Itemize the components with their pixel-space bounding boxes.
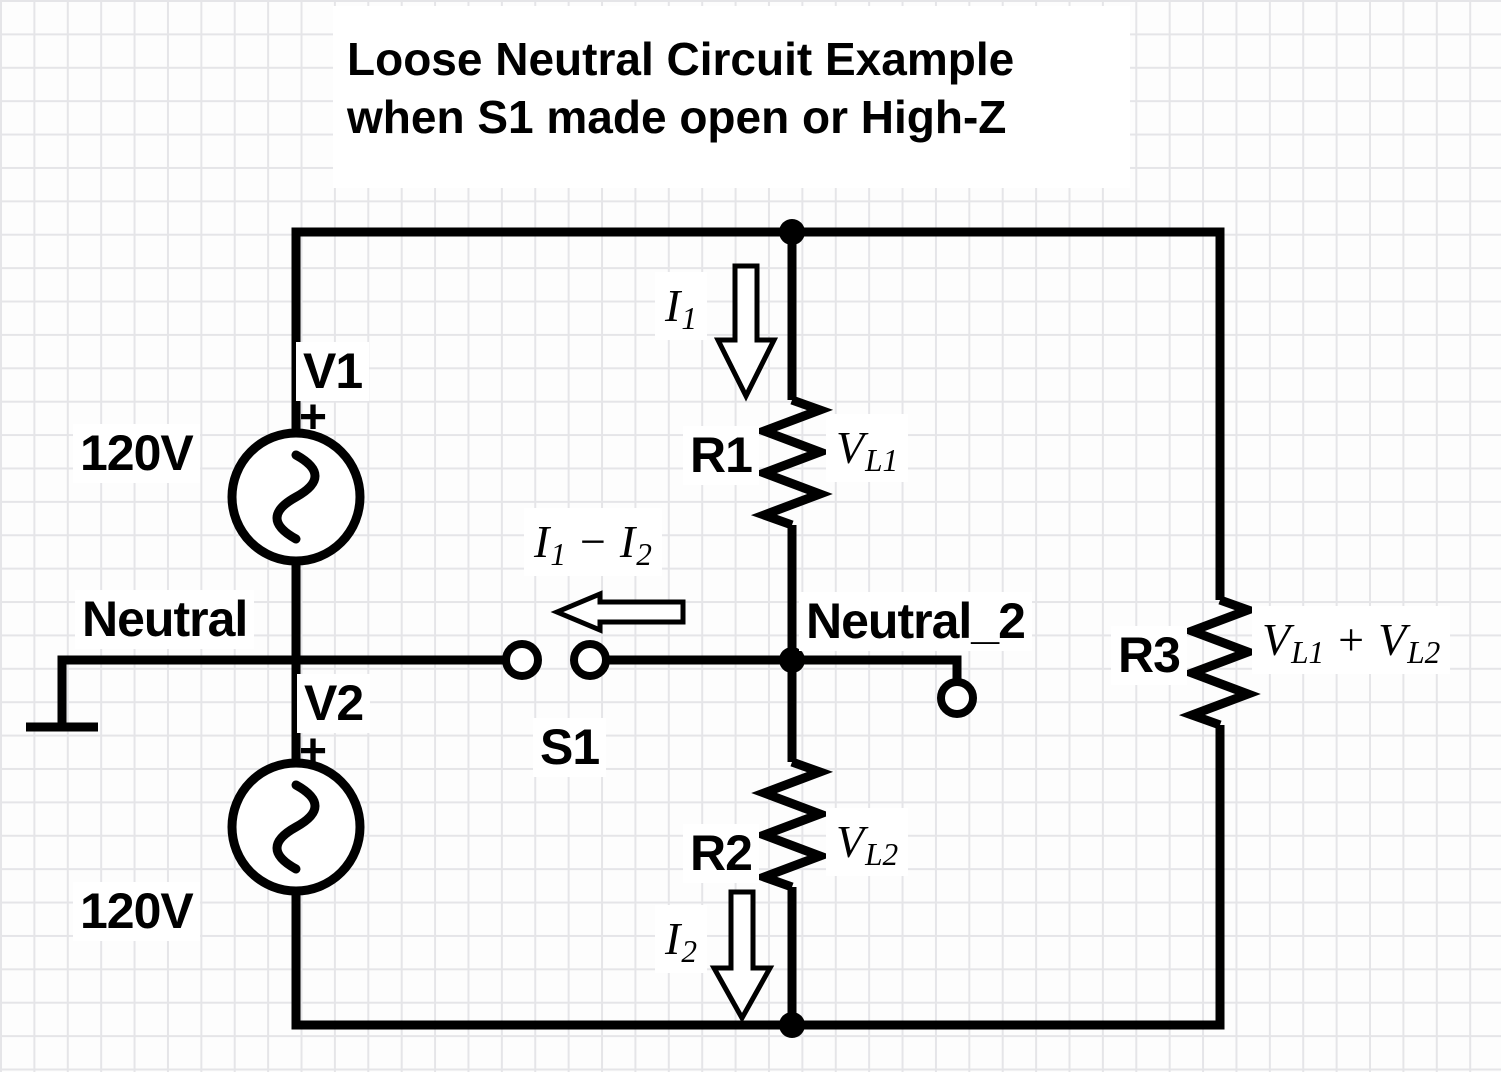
current-i1-minus-i2-arrow-icon xyxy=(550,590,686,634)
sine-wave-icon xyxy=(272,450,320,544)
wire-neutral xyxy=(57,655,506,727)
minus-operator: − xyxy=(579,516,606,567)
i1-minus-i2-base2: I xyxy=(619,516,636,567)
i1-minus-i2-sub1: 1 xyxy=(550,536,566,572)
current-label-i1-minus-i2: I1−I2 xyxy=(524,508,662,576)
current-label-i1: I1 xyxy=(655,272,707,340)
neutral-node-label: Neutral xyxy=(75,590,255,649)
resistor-r2-label: R2 xyxy=(683,824,759,883)
v1-polarity-plus: + xyxy=(299,391,328,444)
neutral2-node-label: Neutral_2 xyxy=(799,592,1032,651)
sine-wave-icon xyxy=(272,780,320,874)
vl1-plus-vl2-sub2: L2 xyxy=(1407,634,1441,670)
i2-sub: 2 xyxy=(681,933,697,969)
vl1-base: V xyxy=(836,422,865,473)
i1-minus-i2-sub2: 2 xyxy=(636,536,652,572)
wire-neutral2-stub xyxy=(792,655,962,682)
v2-name-label: V2 xyxy=(297,674,371,733)
voltage-label-vl1-plus-vl2: VL1+VL2 xyxy=(1252,606,1451,674)
i1-base: I xyxy=(665,280,681,331)
vl1-plus-vl2-base2: V xyxy=(1378,614,1407,665)
vl1-sub: L1 xyxy=(865,442,899,478)
switch-s1-contact-left xyxy=(502,640,542,680)
vl2-base: V xyxy=(836,816,865,867)
vl1-plus-vl2-sub1: L1 xyxy=(1291,634,1325,670)
diagram-title: Loose Neutral Circuit Example when S1 ma… xyxy=(333,6,1130,188)
v1-value-label: 120V xyxy=(73,424,200,483)
i2-base: I xyxy=(665,913,681,964)
resistor-r3-symbol xyxy=(1178,595,1262,730)
diagram-title-line1: Loose Neutral Circuit Example xyxy=(347,33,1015,85)
junction-dot-top xyxy=(779,219,805,245)
current-i1-arrow-icon xyxy=(713,263,779,402)
current-label-i2: I2 xyxy=(655,905,707,973)
resistor-r3-label: R3 xyxy=(1111,626,1187,685)
wire-top-loop xyxy=(291,227,1225,600)
resistor-r1-label: R1 xyxy=(683,426,759,485)
diagram-title-line2: when S1 made open or High-Z xyxy=(347,91,1007,143)
current-i2-arrow-icon xyxy=(709,889,775,1024)
i1-sub: 1 xyxy=(681,300,697,336)
v1-name-label: V1 xyxy=(296,342,370,401)
wire-bottom-loop xyxy=(291,725,1225,1030)
vl1-plus-vl2-base1: V xyxy=(1262,614,1291,665)
switch-s1-label: S1 xyxy=(533,718,607,777)
voltage-label-vl2: VL2 xyxy=(826,808,909,876)
switch-s1-contact-right xyxy=(570,640,610,680)
v2-polarity-plus: + xyxy=(299,725,328,778)
i1-minus-i2-base1: I xyxy=(534,516,550,567)
resistor-r2-symbol xyxy=(750,757,834,892)
plus-operator: + xyxy=(1338,614,1365,665)
voltage-label-vl1: VL1 xyxy=(826,414,909,482)
neutral2-open-terminal xyxy=(937,678,977,718)
resistor-r1-symbol xyxy=(750,395,834,530)
junction-dot-bottom xyxy=(779,1012,805,1038)
v2-value-label: 120V xyxy=(73,882,200,941)
junction-dot-neutral2 xyxy=(779,647,805,673)
vl2-sub: L2 xyxy=(865,836,899,872)
